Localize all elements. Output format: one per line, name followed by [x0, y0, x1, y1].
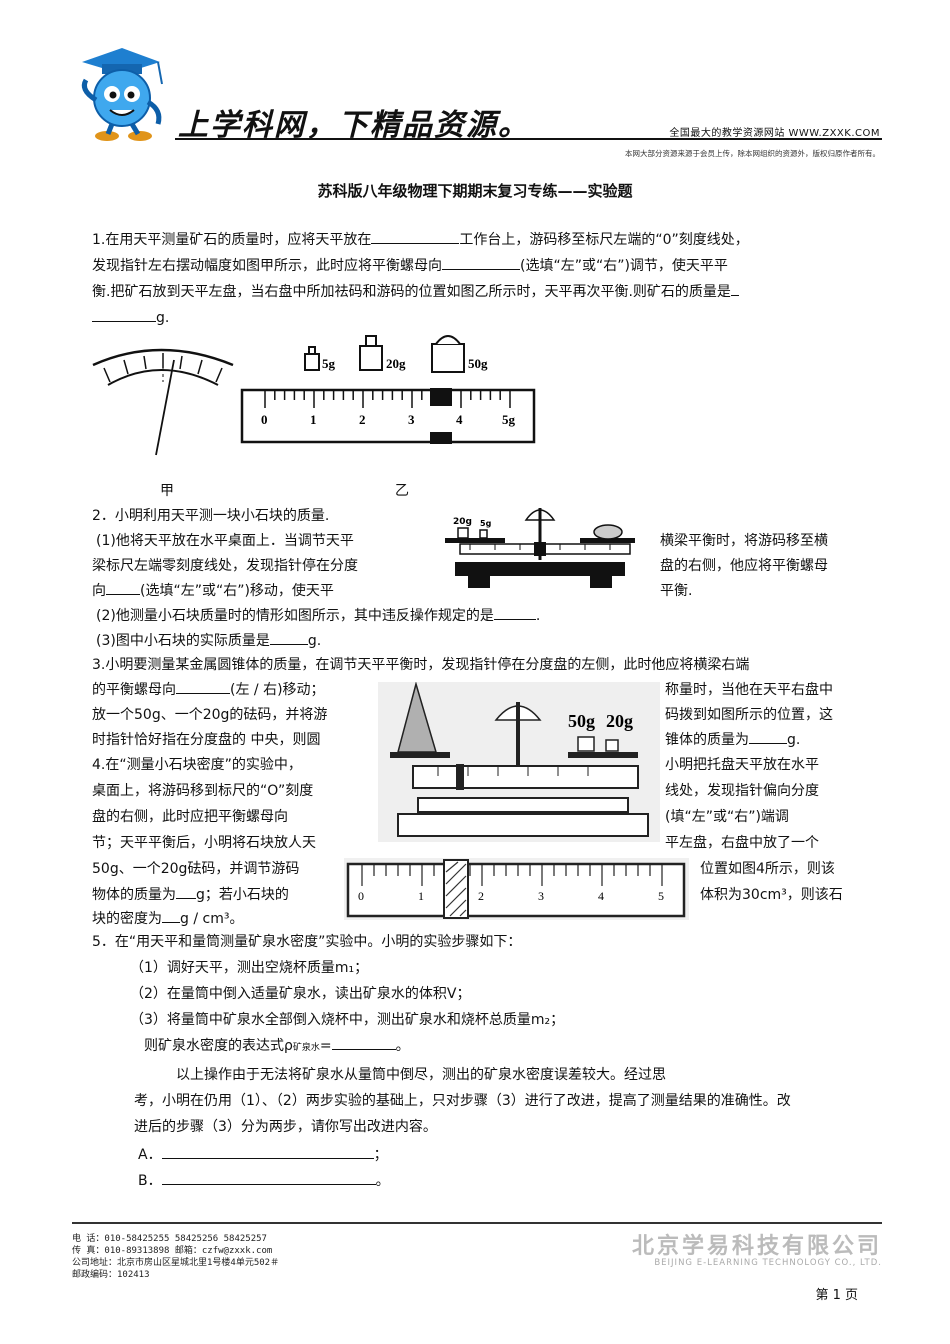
- q4-line6-right: 体积为30cm³，则该石: [700, 887, 843, 903]
- ruler-tick-0: 0: [261, 412, 268, 427]
- q4-tick-2: 2: [478, 889, 484, 903]
- q3-line2-right: 称量时，当他在天平右盘中: [665, 682, 833, 698]
- q4-line1-right: 小明把托盘天平放在水平: [665, 757, 819, 773]
- q5-para-3: 进后的步骤（3）分为两步，请你写出改进内容。: [134, 1119, 437, 1135]
- figure-yi-weights-ruler: 5g 20g 50g 0 1 2 3 4 5g: [240, 335, 536, 444]
- q3-line1: 3.小明要测量某金属圆锥体的质量，在调节天平平衡时，发现指针停在分度盘的左侧，此…: [92, 657, 750, 673]
- q2-line4: (2)他测量小石块质量时的情形如图所示，其中违反操作规定的是.: [96, 603, 540, 629]
- q3-weight-20g: 20g: [606, 711, 633, 731]
- header-slogan: 上学科网，下精品资源。: [178, 108, 530, 143]
- q2-line1-right: 横梁平衡时，将游码移至横: [660, 533, 828, 549]
- ruler-tick-4: 4: [456, 412, 463, 427]
- figure-q4-ruler: 0 1 2 3 4 5: [344, 858, 689, 920]
- q5-blank-a[interactable]: [161, 1142, 374, 1159]
- q2-line2-right: 盘的右侧，他应将平衡螺母: [660, 558, 828, 574]
- q5-para-2: 考，小明在仍用（1）、（2）两步实验的基础上，只对步骤（3）进行了改进，提高了测…: [134, 1093, 791, 1109]
- rider-bottom: [430, 432, 452, 444]
- q2-weight-20g: 20g: [453, 517, 472, 527]
- weight-label-5g: 5g: [322, 356, 336, 371]
- q4-line3-left: 盘的右侧，此时应把平衡螺母向: [92, 809, 288, 825]
- header-site-text: 全国最大的教学资源网站 WWW.ZXXK.COM: [669, 128, 880, 139]
- q3-line2-left: 的平衡螺母向(左 / 右)移动；: [92, 677, 325, 703]
- q2-blank-3[interactable]: [269, 628, 308, 645]
- q5-step2: （2）在量筒中倒入适量矿泉水，读出矿泉水的体积V；: [130, 986, 471, 1002]
- q3-blank-2[interactable]: [749, 727, 787, 744]
- q3-line3-right: 码拨到如图所示的位置，这: [665, 707, 833, 723]
- q2-weight-5g: 5g: [480, 519, 492, 528]
- q1-blank-2[interactable]: [442, 253, 520, 270]
- weight-label-50g: 50g: [468, 356, 488, 371]
- ruler-tick-3: 3: [408, 412, 415, 427]
- q5-blank-b[interactable]: [161, 1168, 376, 1185]
- page-title: 苏科版八年级物理下期期末复习专练——实验题: [317, 182, 633, 200]
- q1-line4: g.: [92, 305, 169, 331]
- q5-para-1: 以上操作由于无法将矿泉水从量筒中倒尽，测出的矿泉水密度误差较大。经过思: [176, 1067, 666, 1083]
- footer-company: 北京学易科技有限公司: [631, 1234, 882, 1259]
- q4-tick-5: 5: [658, 889, 664, 903]
- footer-tel: 电 话：010-58425255 58425256 58425257: [72, 1234, 267, 1244]
- q1-line2: 发现指针左右摆动幅度如图甲所示，此时应将平衡螺母向(选填“左”或“右”)调节，使…: [92, 253, 728, 279]
- q5-step1: （1）调好天平，测出空烧杯质量m₁；: [130, 960, 369, 976]
- ruler-tick-2: 2: [359, 412, 366, 427]
- ruler-tick-1: 1: [310, 412, 317, 427]
- footer-address: 公司地址：北京市房山区星城北里1号楼4单元502＃: [72, 1258, 280, 1268]
- q2-line1-left: (1)他将天平放在水平桌面上．当调节天平: [96, 533, 354, 549]
- q3-weight-50g: 50g: [568, 711, 595, 731]
- q1-blank-1[interactable]: [371, 227, 460, 244]
- q2-line2-left: 梁标尺左端零刻度线处，发现指针停在分度: [92, 558, 358, 574]
- q3-blank-1[interactable]: [176, 677, 230, 694]
- q2-blank-2[interactable]: [493, 603, 536, 620]
- q2-line3-right: 平衡.: [660, 583, 693, 599]
- figure-jia-dial: [92, 348, 234, 456]
- footer-divider: [72, 1222, 882, 1224]
- weight-label-20g: 20g: [386, 356, 406, 371]
- q4-line4-left: 节；天平平衡后，小明将石块放人天: [92, 835, 316, 851]
- footer-company-en: BEIJING E-LEARNING TECHNOLOGY CO., LTD.: [654, 1258, 882, 1268]
- q1-line1: 1.在用天平测量矿石的质量时，应将天平放在工作台上，游码移至标尺左端的“0”刻度…: [92, 227, 749, 253]
- page-number: 第 1 页: [815, 1288, 858, 1303]
- figure-q2-balance: 20g 5g: [445, 508, 635, 588]
- q5-expression: 则矿泉水密度的表达式ρ矿泉水=。: [144, 1033, 410, 1061]
- q1-blank-3[interactable]: [92, 305, 156, 322]
- q3-line3-left: 放一个50g、一个20g的砝码，并将游: [92, 707, 328, 723]
- header-copyright: 本网大部分资源来源于会员上传，除本网组织的资源外，版权归原作者所有。: [625, 149, 880, 158]
- q2-blank-1[interactable]: [106, 578, 140, 595]
- q4-blank-2[interactable]: [162, 906, 180, 923]
- q4-tick-0: 0: [358, 889, 364, 903]
- q5-answer-a: A．；: [138, 1142, 388, 1168]
- rider-top: [430, 388, 452, 406]
- figure-jia-label: 甲: [160, 483, 174, 499]
- footer-contact: 电 话：010-58425255 58425256 58425257 传 真：0…: [72, 1233, 279, 1281]
- q4-tick-1: 1: [418, 889, 424, 903]
- mascot-logo: [81, 48, 163, 141]
- q4-tick-3: 3: [538, 889, 544, 903]
- figure-yi-label: 乙: [395, 483, 409, 499]
- q2-intro: 2．小明利用天平测一块小石块的质量.: [92, 508, 330, 524]
- q5-answer-b: B．。: [138, 1168, 390, 1194]
- q1-line3: 衡.把矿石放到天平左盘，当右盘中所加祛码和游码的位置如图乙所示时，天平再次平衡.…: [92, 279, 739, 305]
- q4-tick-4: 4: [598, 889, 604, 903]
- header-divider: [175, 138, 882, 140]
- footer-fax: 传 真：010-89313898 邮箱：czfw@zxxk.com: [72, 1246, 273, 1256]
- figure-q3-balance: 50g 20g: [378, 682, 660, 842]
- q4-line2-right: 线处，发现指针偏向分度: [665, 783, 819, 799]
- footer-zip: 邮政编码：102413: [72, 1270, 150, 1280]
- q4-line2-left: 桌面上，将游码移到标尺的“O”刻度: [92, 783, 314, 799]
- q4-line4-right: 平左盘，右盘中放了一个: [665, 835, 819, 851]
- q5-intro: 5．在“用天平和量筒测量矿泉水密度”实验中。小明的实验步骤如下：: [92, 934, 522, 950]
- q4-line3-right: (填“左”或“右”)端调: [665, 809, 789, 825]
- q4-blank-1[interactable]: [176, 882, 196, 899]
- q5-step3: （3）将量筒中矿泉水全部倒入烧杯中，测出矿泉水和烧杯总质量m₂；: [130, 1012, 565, 1028]
- ruler-tick-5: 5g: [502, 412, 516, 427]
- q2-line3-left: 向(选填“左”或“右”)移动，使天平: [92, 578, 334, 604]
- q4-line1-left: 4.在“测量小石块密度”的实验中，: [92, 757, 302, 773]
- q5-blank-expression[interactable]: [331, 1033, 396, 1050]
- q4-line5-right: 位置如图4所示，则该: [700, 861, 835, 877]
- q4-line5-left: 50g、一个20g砝码，并调节游码: [92, 861, 300, 877]
- q3-line4-left: 时指针恰好指在分度盘的 中央，则圆: [92, 732, 321, 748]
